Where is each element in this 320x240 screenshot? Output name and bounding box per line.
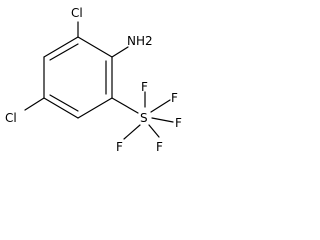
bond-s-f-lower-right (148, 124, 160, 138)
double-bond-inner-bottom-left (49, 94, 79, 112)
ring-bond-c6-c1 (43, 36, 79, 58)
bond-c5-cl-left (24, 97, 45, 111)
ring-bond-c4-c5 (43, 97, 79, 119)
atom-label-f-right: F (175, 116, 182, 130)
ring-bond-c3-c4 (77, 97, 113, 119)
atom-label-nh2: NH2 (127, 34, 153, 48)
atom-label-cl-left: Cl (5, 111, 17, 125)
ring-bond-c1-c2 (77, 36, 113, 58)
atom-label-f-top: F (141, 80, 148, 94)
chemical-structure-diagram: Cl NH2 Cl S F F F F F (5, 6, 182, 154)
atom-label-f-lower-right: F (156, 140, 163, 154)
atom-label-f-upper-right: F (171, 91, 178, 105)
atom-label-cl-top: Cl (71, 6, 83, 20)
atom-label-s: S (140, 111, 148, 125)
bond-c3-s (111, 97, 139, 114)
bond-s-f-right (151, 117, 174, 123)
bond-c2-nh2 (111, 46, 129, 58)
structure-canvas: Cl NH2 Cl S F F F F F (0, 0, 194, 177)
double-bond-inner-top-left (49, 43, 79, 61)
bond-s-f-upper-right (150, 99, 171, 113)
atom-label-f-bottom: F (116, 140, 123, 154)
bond-s-f-bottom (123, 124, 141, 140)
